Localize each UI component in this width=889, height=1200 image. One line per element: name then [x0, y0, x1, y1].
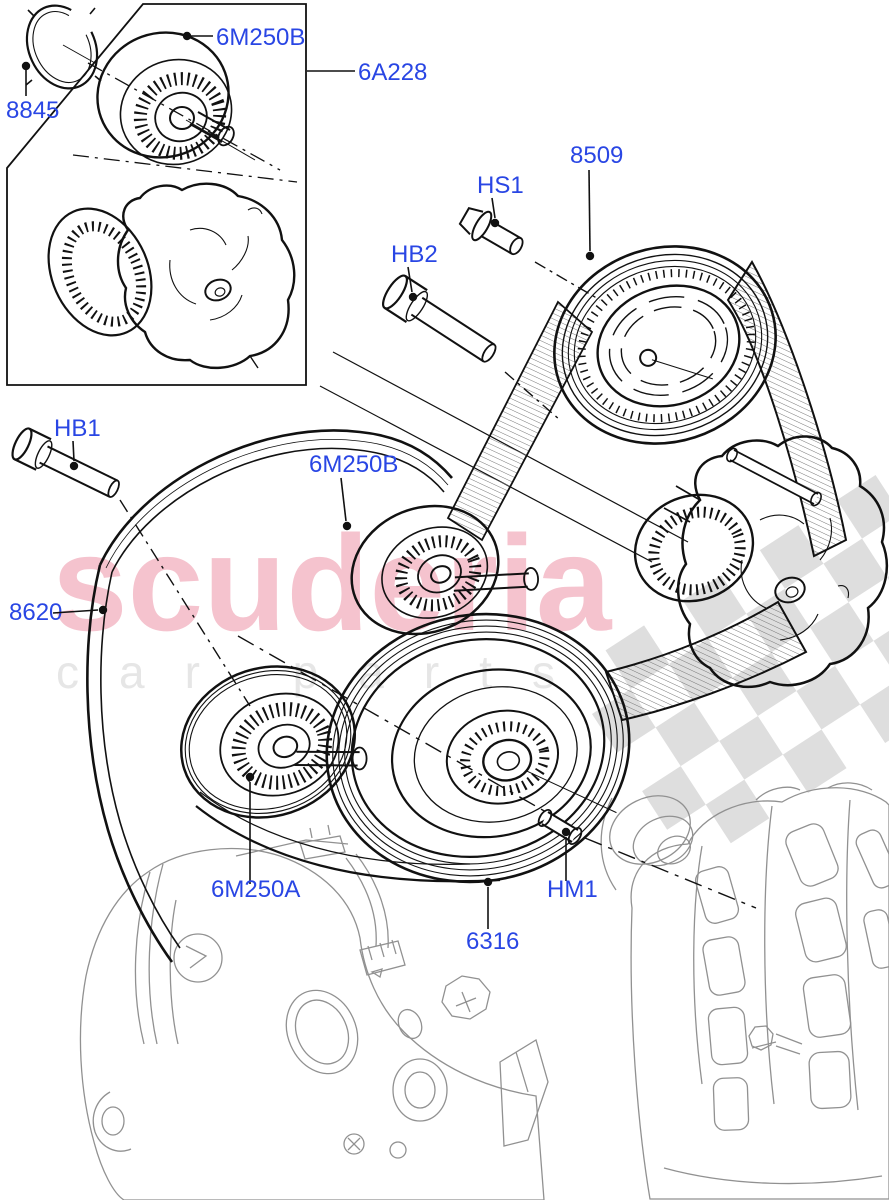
part-number-snap-ring: 8845	[6, 97, 59, 124]
part-number-inset-assembly: 6A228	[358, 59, 427, 86]
label-pin-hm1: HM1	[547, 827, 598, 903]
label-inset-pulley: 6M250B	[182, 24, 305, 51]
bolt-hb1-part	[11, 427, 120, 498]
part-number-crankshaft-pulley: 6316	[466, 928, 519, 955]
part-number-screw-hs1: HS1	[477, 172, 524, 199]
label-drive-belt: 8620	[9, 599, 108, 626]
label-idler-pulley: 6M250B	[309, 451, 398, 531]
pin-hm1-part	[537, 809, 583, 845]
alternator-drawing	[600, 782, 889, 1200]
tensioner-pin	[726, 447, 822, 507]
watermark-brand-text: scuderia	[52, 507, 613, 659]
label-tensioner-pulley: 6M250A	[211, 772, 300, 903]
part-labels: 6M250B 6A228 8845 8509 HS1 HB2 HB1	[6, 24, 623, 955]
part-number-pin-hm1: HM1	[547, 876, 598, 903]
label-snap-ring: 8845	[6, 61, 59, 124]
label-screw-hs1: HS1	[477, 172, 524, 228]
inset-tensioner-body	[47, 182, 296, 370]
ac-compressor-drawing	[79, 824, 549, 1200]
label-bolt-hb2: HB2	[391, 241, 438, 302]
crankshaft-pulley	[325, 612, 631, 884]
part-number-tensioner-pulley: 6M250A	[211, 876, 300, 903]
idler-pulley	[350, 504, 539, 636]
bolt-hb2-part	[382, 274, 497, 363]
label-water-pump-pulley: 8509	[570, 142, 623, 261]
belt-tensioner-assembly	[633, 435, 889, 689]
snap-ring	[25, 4, 102, 90]
inset-tensioner-pulley	[96, 31, 235, 166]
inset-assembly-box	[6, 3, 307, 386]
part-number-inset-pulley: 6M250B	[216, 24, 305, 51]
part-number-bolt-hb1: HB1	[54, 415, 101, 442]
ac-pulley	[179, 665, 368, 819]
inset-centerlines	[62, 44, 298, 183]
label-inset-assembly: 6A228	[307, 59, 427, 86]
part-number-bolt-hb2: HB2	[391, 241, 438, 268]
part-number-idler-pulley: 6M250B	[309, 451, 398, 478]
label-crankshaft-pulley: 6316	[466, 877, 519, 955]
water-pump-pulley	[553, 245, 777, 445]
label-bolt-hb1: HB1	[54, 415, 101, 471]
brand-watermark: scuderia car parts	[52, 507, 613, 698]
bolt-hs1-part	[458, 207, 524, 256]
part-number-water-pump-pulley: 8509	[570, 142, 623, 169]
